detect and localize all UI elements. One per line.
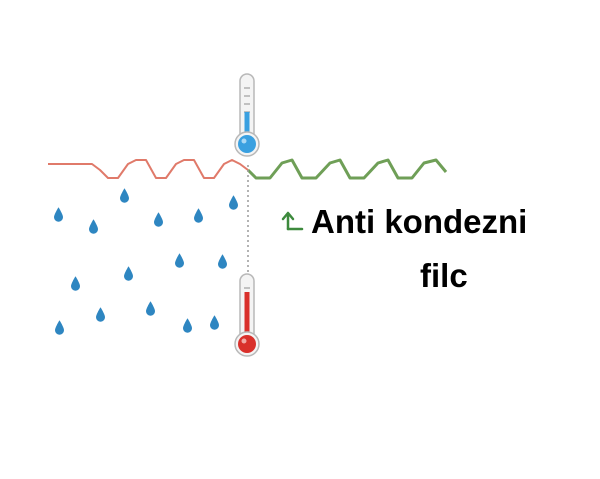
- water-drop-icon: [124, 266, 133, 281]
- water-drop-icon: [54, 207, 63, 222]
- water-drop-icon: [55, 320, 64, 335]
- water-drop-icon: [146, 301, 155, 316]
- roof-profile-plain: [48, 159, 249, 179]
- thermometer-cold-icon: [234, 73, 260, 157]
- water-drop-icon: [96, 307, 105, 322]
- water-drop-icon: [175, 253, 184, 268]
- thermometer-hot-icon: [234, 273, 260, 357]
- water-drop-icon: [194, 208, 203, 223]
- water-drop-icon: [183, 318, 192, 333]
- water-drop-icon: [229, 195, 238, 210]
- water-drop-icon: [154, 212, 163, 227]
- label-anti-kondezni: Anti kondezni: [311, 203, 528, 240]
- water-drop-icon: [120, 188, 129, 203]
- water-drop-icon: [71, 276, 80, 291]
- water-drop-icon: [210, 315, 219, 330]
- roof-profile-felt: [246, 158, 448, 180]
- water-drop-icon: [218, 254, 227, 269]
- label-filc: filc: [420, 257, 468, 294]
- water-drop-icon: [89, 219, 98, 234]
- corner-arrow-icon: [281, 211, 304, 231]
